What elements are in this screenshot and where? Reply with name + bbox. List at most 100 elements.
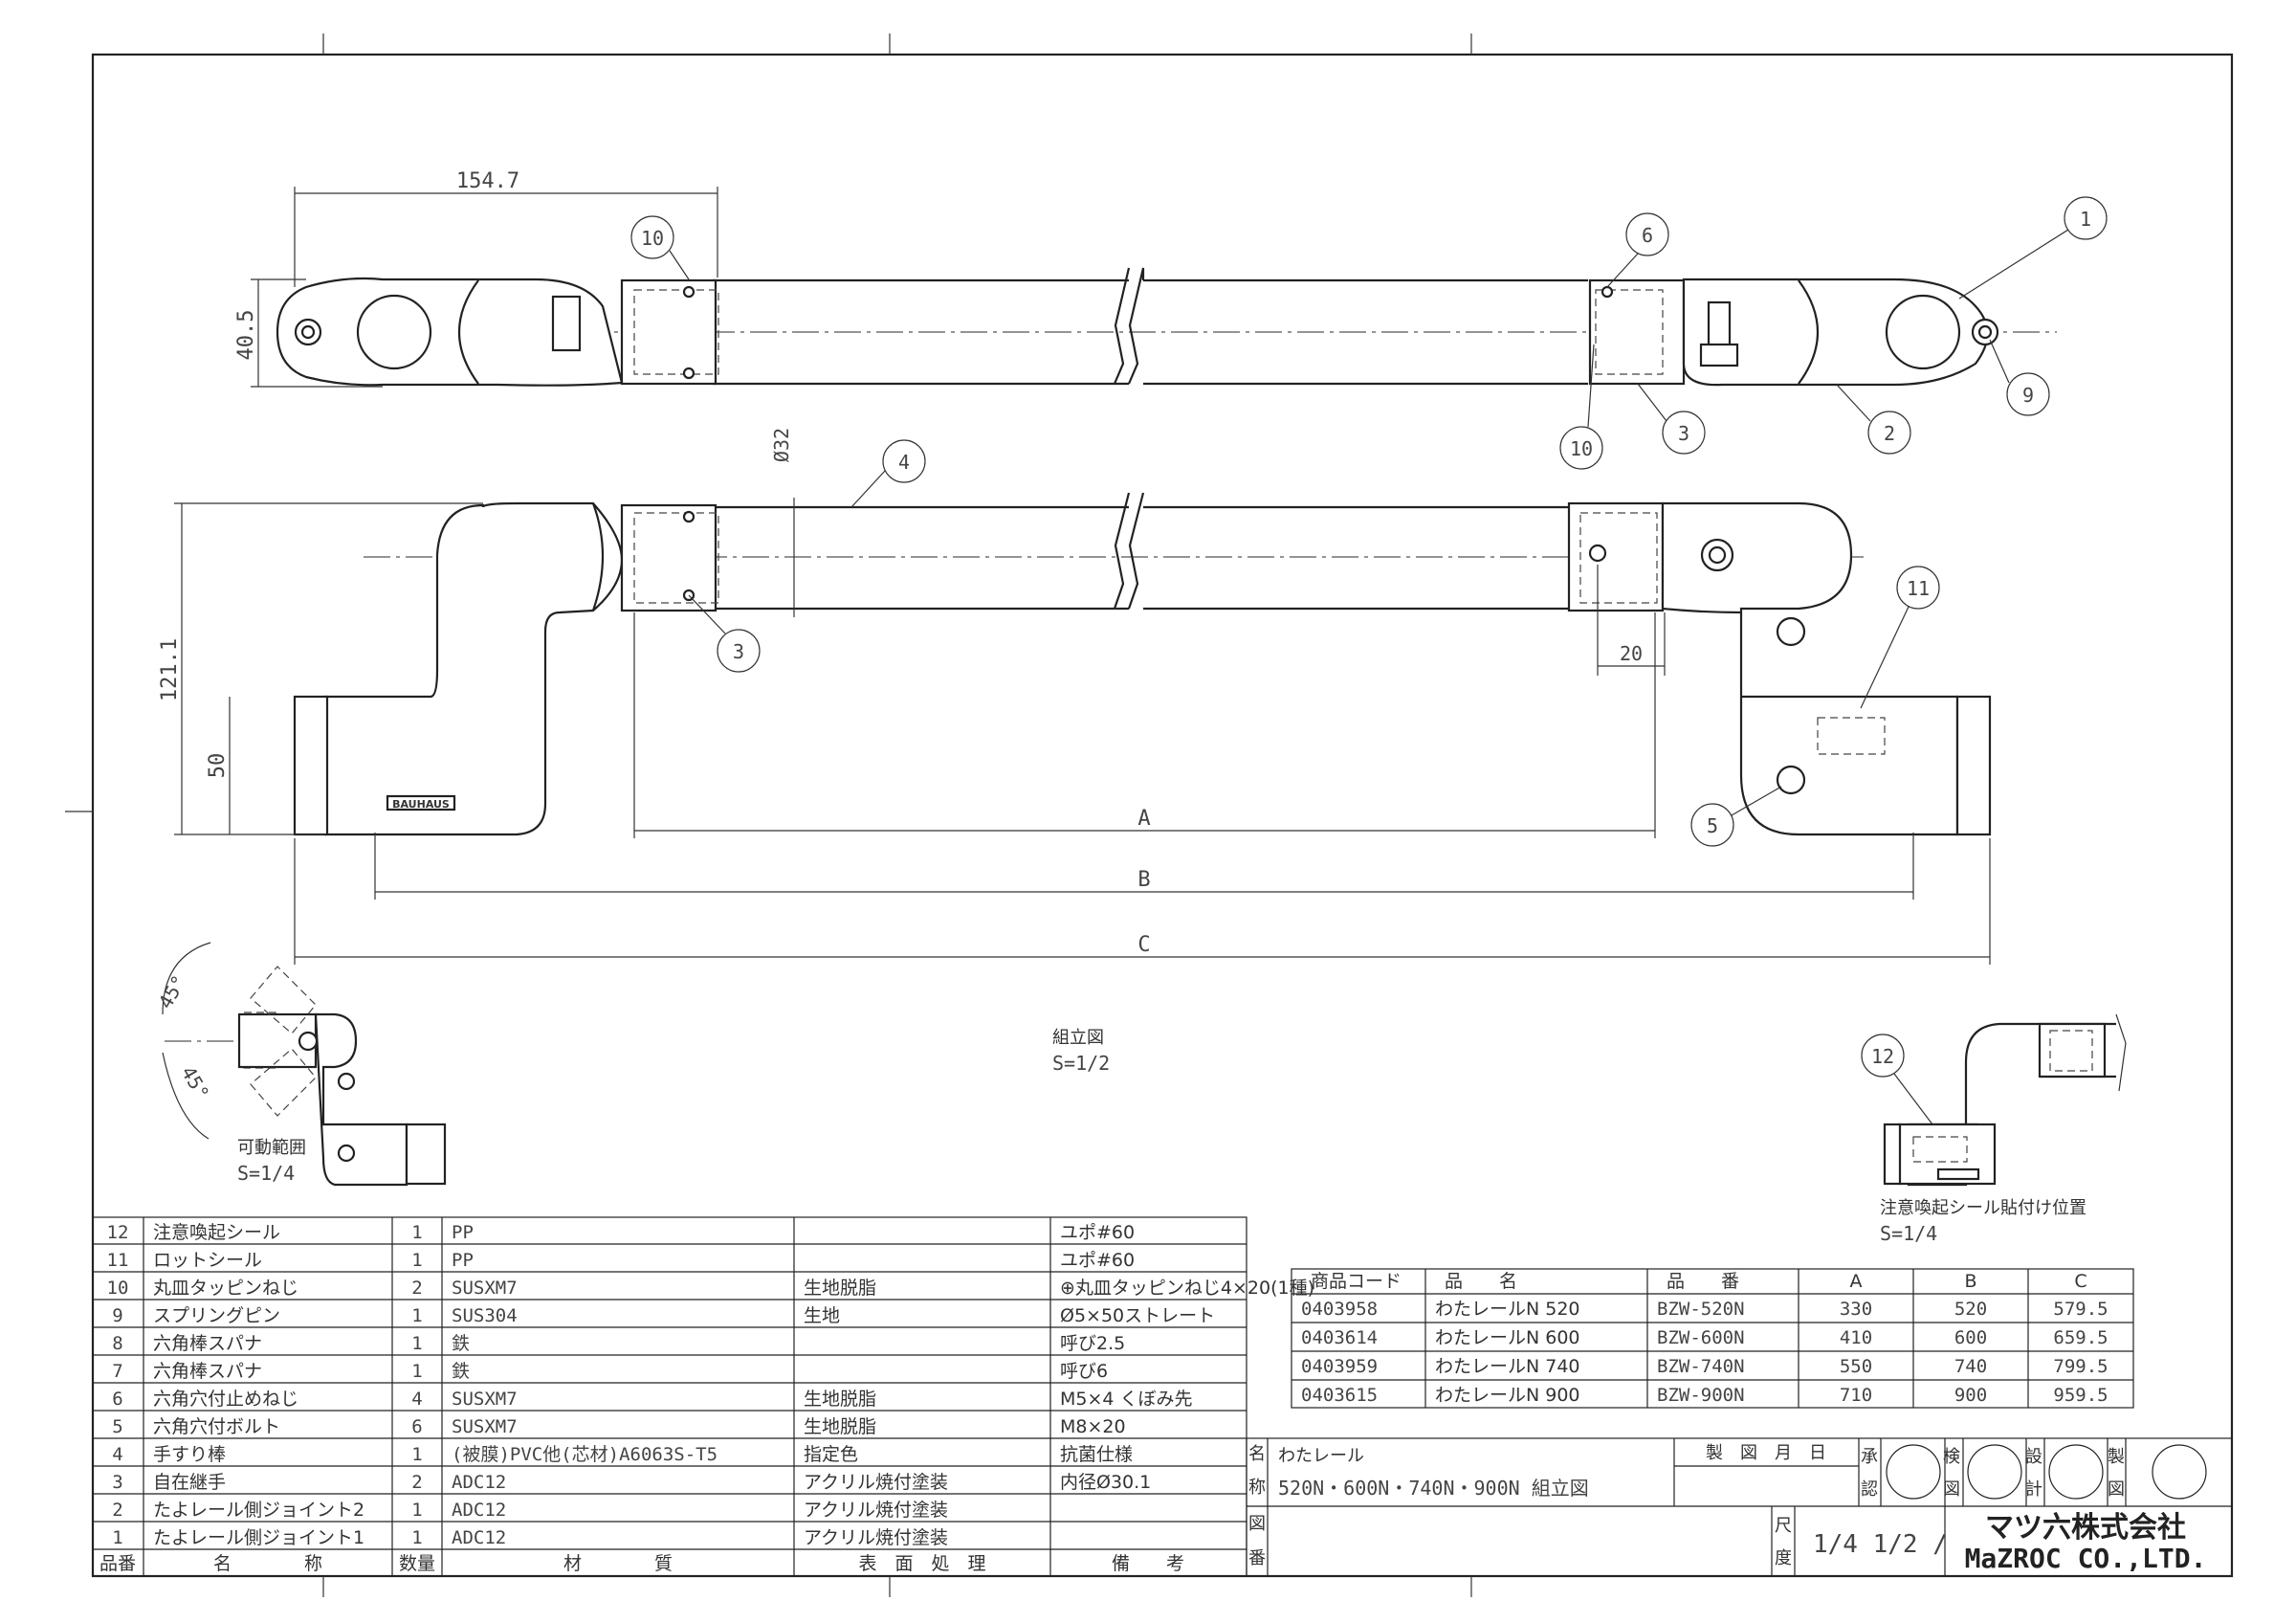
product-table-grid bbox=[1291, 1268, 2134, 1409]
dim-50: 50 bbox=[206, 753, 230, 779]
parts-list-cell: 4 bbox=[112, 1444, 122, 1465]
parts-list-cell: 六角棒スパナ bbox=[153, 1361, 262, 1382]
dim-121-1: 121.1 bbox=[158, 638, 182, 701]
parts-list-cell: 注意喚起シール bbox=[153, 1222, 280, 1243]
parts-list-cell: 2 bbox=[411, 1472, 422, 1493]
balloon-5: 5 bbox=[1707, 814, 1718, 837]
parts-list-cell: SUSXM7 bbox=[452, 1416, 518, 1437]
range-scale: S=1/4 bbox=[237, 1162, 295, 1185]
parts-list-cell: アクリル焼付塗装 bbox=[804, 1526, 948, 1548]
product-table-header: C bbox=[2074, 1271, 2086, 1292]
balloon-labels: 10 6 1 9 2 3 10 4 3 11 5 12 bbox=[641, 208, 2091, 1068]
parts-list-cell: 生地 bbox=[804, 1305, 840, 1326]
parts-list-cell: 生地脱脂 bbox=[804, 1416, 876, 1437]
scale-value: 1/4 1/2 / bbox=[1813, 1530, 1948, 1559]
product-table-header: A bbox=[1850, 1271, 1863, 1292]
product-table-header: 商品コード bbox=[1311, 1271, 1402, 1292]
balloon-4: 4 bbox=[898, 451, 910, 474]
parts-list-cell: アクリル焼付塗装 bbox=[804, 1471, 948, 1493]
parts-list-cell: 自在継手 bbox=[153, 1472, 226, 1493]
dim-c: C bbox=[1137, 933, 1150, 957]
product-table-cell: 740 bbox=[1954, 1356, 1987, 1377]
scale-label-2: 度 bbox=[1775, 1548, 1792, 1568]
parts-list-cell: 1 bbox=[411, 1361, 422, 1382]
parts-list-cell: ⊕丸皿タッピンねじ4×20(1種) bbox=[1060, 1278, 1314, 1299]
parts-list-cell: 9 bbox=[112, 1305, 122, 1326]
dim-40-5: 40.5 bbox=[234, 310, 258, 361]
product-table-cell: わたレールN 520 bbox=[1435, 1299, 1580, 1320]
drawing-no-label-2: 番 bbox=[1248, 1548, 1266, 1568]
angle-45-down: 45° bbox=[177, 1062, 214, 1103]
parts-list-cell: 1 bbox=[411, 1222, 422, 1243]
parts-list-cell: SUS304 bbox=[452, 1305, 518, 1326]
parts-list-cell: ADC12 bbox=[452, 1527, 506, 1548]
product-table-cell: 0403615 bbox=[1301, 1385, 1378, 1406]
balloon-9: 9 bbox=[2022, 384, 2034, 407]
balloon-10a: 10 bbox=[641, 227, 664, 250]
parts-list-cell: 2 bbox=[112, 1500, 122, 1521]
product-table-cell: 550 bbox=[1840, 1356, 1872, 1377]
parts-list-cell: ADC12 bbox=[452, 1472, 506, 1493]
product-table-cell: 659.5 bbox=[2053, 1327, 2108, 1348]
parts-list-cell: 指定色 bbox=[804, 1444, 858, 1465]
parts-list-cell: 1 bbox=[411, 1500, 422, 1521]
approve-2: 認 bbox=[1861, 1479, 1878, 1500]
approve-1: 承 bbox=[1861, 1447, 1878, 1467]
angle-45-up: 45° bbox=[154, 971, 191, 1012]
parts-list-cell: 1 bbox=[411, 1333, 422, 1354]
product-table-cell: 410 bbox=[1840, 1327, 1872, 1348]
product-table-cell: 579.5 bbox=[2053, 1299, 2108, 1320]
parts-list-cell: 生地脱脂 bbox=[804, 1278, 876, 1299]
product-table-cell: BZW-740N bbox=[1657, 1356, 1745, 1377]
parts-list-cell: 六角穴付止めねじ bbox=[153, 1389, 298, 1410]
dim-b: B bbox=[1137, 868, 1150, 892]
check-1: 検 bbox=[1943, 1447, 1960, 1467]
parts-list-header: 名 称 bbox=[213, 1553, 322, 1574]
parts-list-cell: Ø5×50ストレート bbox=[1060, 1305, 1215, 1326]
seal-title: 注意喚起シール貼付け位置 bbox=[1880, 1198, 2086, 1218]
balloon-leaders bbox=[630, 196, 2108, 1125]
product-table-cell: わたレールN 600 bbox=[1435, 1327, 1580, 1348]
dim-a: A bbox=[1137, 807, 1150, 831]
product-table-cell: わたレールN 900 bbox=[1435, 1385, 1580, 1406]
parts-list-cell: M8×20 bbox=[1060, 1416, 1126, 1437]
brand-label: BAUHAUS bbox=[392, 798, 450, 811]
parts-list-cell: SUSXM7 bbox=[452, 1389, 518, 1410]
parts-list-cell: 鉄 bbox=[452, 1333, 470, 1354]
range-title: 可動範囲 bbox=[237, 1138, 306, 1158]
balloon-12: 12 bbox=[1871, 1045, 1894, 1068]
parts-list-cell: PP bbox=[452, 1250, 474, 1271]
product-table-cell: BZW-900N bbox=[1657, 1385, 1745, 1406]
parts-list-cell: 手すり棒 bbox=[153, 1444, 226, 1465]
assembly-title: 組立図 bbox=[1052, 1028, 1104, 1048]
parts-list-cell: 内径Ø30.1 bbox=[1060, 1472, 1151, 1493]
parts-list-header: 備 考 bbox=[1112, 1553, 1184, 1574]
parts-list-cell: 抗菌仕様 bbox=[1060, 1444, 1133, 1465]
parts-list-cell: SUSXM7 bbox=[452, 1278, 518, 1299]
product-table-cell: 799.5 bbox=[2053, 1356, 2108, 1377]
balloon-2: 2 bbox=[1884, 422, 1895, 445]
product-table-cell: 0403958 bbox=[1301, 1299, 1378, 1320]
balloon-6: 6 bbox=[1642, 224, 1653, 247]
product-table-cell: 0403959 bbox=[1301, 1356, 1378, 1377]
parts-list-cell: 六角棒スパナ bbox=[153, 1333, 262, 1354]
parts-list-cell: 呼び2.5 bbox=[1060, 1333, 1125, 1354]
frame-ticks bbox=[65, 33, 1472, 1597]
name-label-1: 名 bbox=[1248, 1444, 1266, 1464]
parts-list-cell: M5×4 くぼみ先 bbox=[1060, 1389, 1193, 1410]
parts-list-cell: 1 bbox=[411, 1444, 422, 1465]
seal-position-detail bbox=[1883, 1013, 2127, 1187]
parts-list-cell: アクリル焼付塗装 bbox=[804, 1499, 948, 1521]
seal-scale: S=1/4 bbox=[1880, 1222, 1937, 1245]
parts-list-cell: 8 bbox=[112, 1333, 122, 1354]
check-2: 図 bbox=[1943, 1479, 1960, 1500]
product-table-cell: BZW-520N bbox=[1657, 1299, 1745, 1320]
parts-list-cell: 生地脱脂 bbox=[804, 1389, 876, 1410]
product-table-cell: 0403614 bbox=[1301, 1327, 1378, 1348]
parts-list-grid bbox=[92, 1216, 1247, 1577]
title-block-grid bbox=[1246, 1437, 2233, 1577]
balloon-3a: 3 bbox=[1678, 422, 1689, 445]
parts-list-cell: 1 bbox=[411, 1250, 422, 1271]
